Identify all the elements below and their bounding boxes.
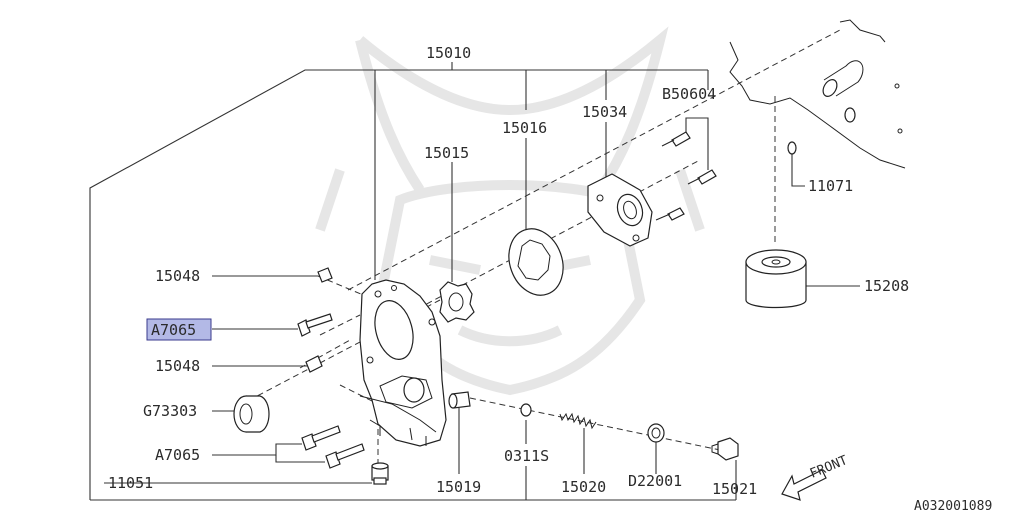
front-direction-indicator: FRONT	[781, 453, 850, 501]
callout-11071[interactable]: 11071	[808, 177, 853, 195]
callout-15010[interactable]: 15010	[426, 44, 471, 62]
clip-0311s	[520, 403, 532, 417]
cover-screws	[655, 131, 717, 221]
callout-labels: 15010 15015 15016 15034 B50604 11071 152…	[108, 44, 909, 498]
callout-15019[interactable]: 15019	[436, 478, 481, 496]
plug-15021	[711, 437, 739, 461]
bolt-a7065-upper	[297, 313, 333, 337]
callout-15048-upper[interactable]: 15048	[155, 267, 200, 285]
oil-seal	[233, 395, 270, 433]
callout-g73303[interactable]: G73303	[143, 402, 197, 420]
engine-block-outline	[729, 19, 906, 169]
callout-d22001[interactable]: D22001	[628, 472, 682, 490]
outer-rotor	[508, 228, 564, 296]
assembly-bracket	[89, 69, 736, 501]
callout-11051[interactable]: 11051	[108, 474, 153, 492]
callout-b50604[interactable]: B50604	[662, 85, 716, 103]
callout-a7065-upper[interactable]: A7065	[151, 321, 196, 339]
oil-filter	[745, 249, 807, 309]
callout-15016[interactable]: 15016	[502, 119, 547, 137]
callout-15015[interactable]: 15015	[424, 144, 469, 162]
pump-cover	[587, 173, 653, 247]
oil-pump-body	[359, 279, 447, 447]
selected-part-highlight	[146, 318, 212, 341]
plug-11051	[371, 462, 389, 485]
callout-15048-lower[interactable]: 15048	[155, 357, 200, 375]
relief-valve	[448, 391, 471, 409]
callout-0311s[interactable]: 0311S	[504, 447, 549, 465]
bolts-a7065-lower	[301, 425, 365, 469]
watermark-emblem	[315, 26, 705, 396]
callout-15020[interactable]: 15020	[561, 478, 606, 496]
front-label: FRONT	[808, 453, 850, 482]
inner-rotor	[439, 281, 475, 323]
callout-15208[interactable]: 15208	[864, 277, 909, 295]
dowels-15048	[305, 267, 333, 373]
callout-a7065-lower[interactable]: A7065	[155, 446, 200, 464]
callout-15034[interactable]: 15034	[582, 103, 627, 121]
diagram-id: A032001089	[914, 499, 992, 512]
leader-lines	[104, 62, 860, 500]
washer-d22001	[647, 423, 665, 443]
spring-15020	[559, 412, 597, 430]
callout-15021[interactable]: 15021	[712, 480, 757, 498]
dowel-11071	[787, 141, 797, 155]
